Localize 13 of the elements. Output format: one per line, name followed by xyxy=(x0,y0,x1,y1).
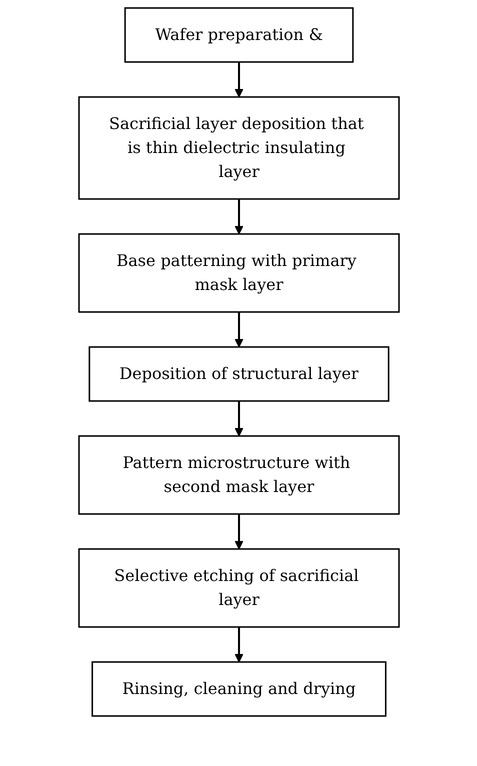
arrow xyxy=(234,62,243,98)
node-box: Selective etching of sacrificial layer xyxy=(78,548,400,628)
arrow xyxy=(234,199,243,234)
node-box: Wafer preparation & xyxy=(124,7,354,63)
node-box: Base patterning with primary mask layer xyxy=(78,233,400,313)
node-box: Rinsing, cleaning and drying xyxy=(91,661,386,717)
arrow xyxy=(234,514,243,550)
arrow xyxy=(234,312,243,348)
node-box: Deposition of structural layer xyxy=(88,346,389,402)
arrow xyxy=(234,401,243,436)
node-box: Sacrificial layer deposition that is thin dielectric insulating layer xyxy=(78,96,400,200)
node-box: Pattern microstructure with second mask layer xyxy=(78,435,400,515)
arrow xyxy=(234,627,243,662)
